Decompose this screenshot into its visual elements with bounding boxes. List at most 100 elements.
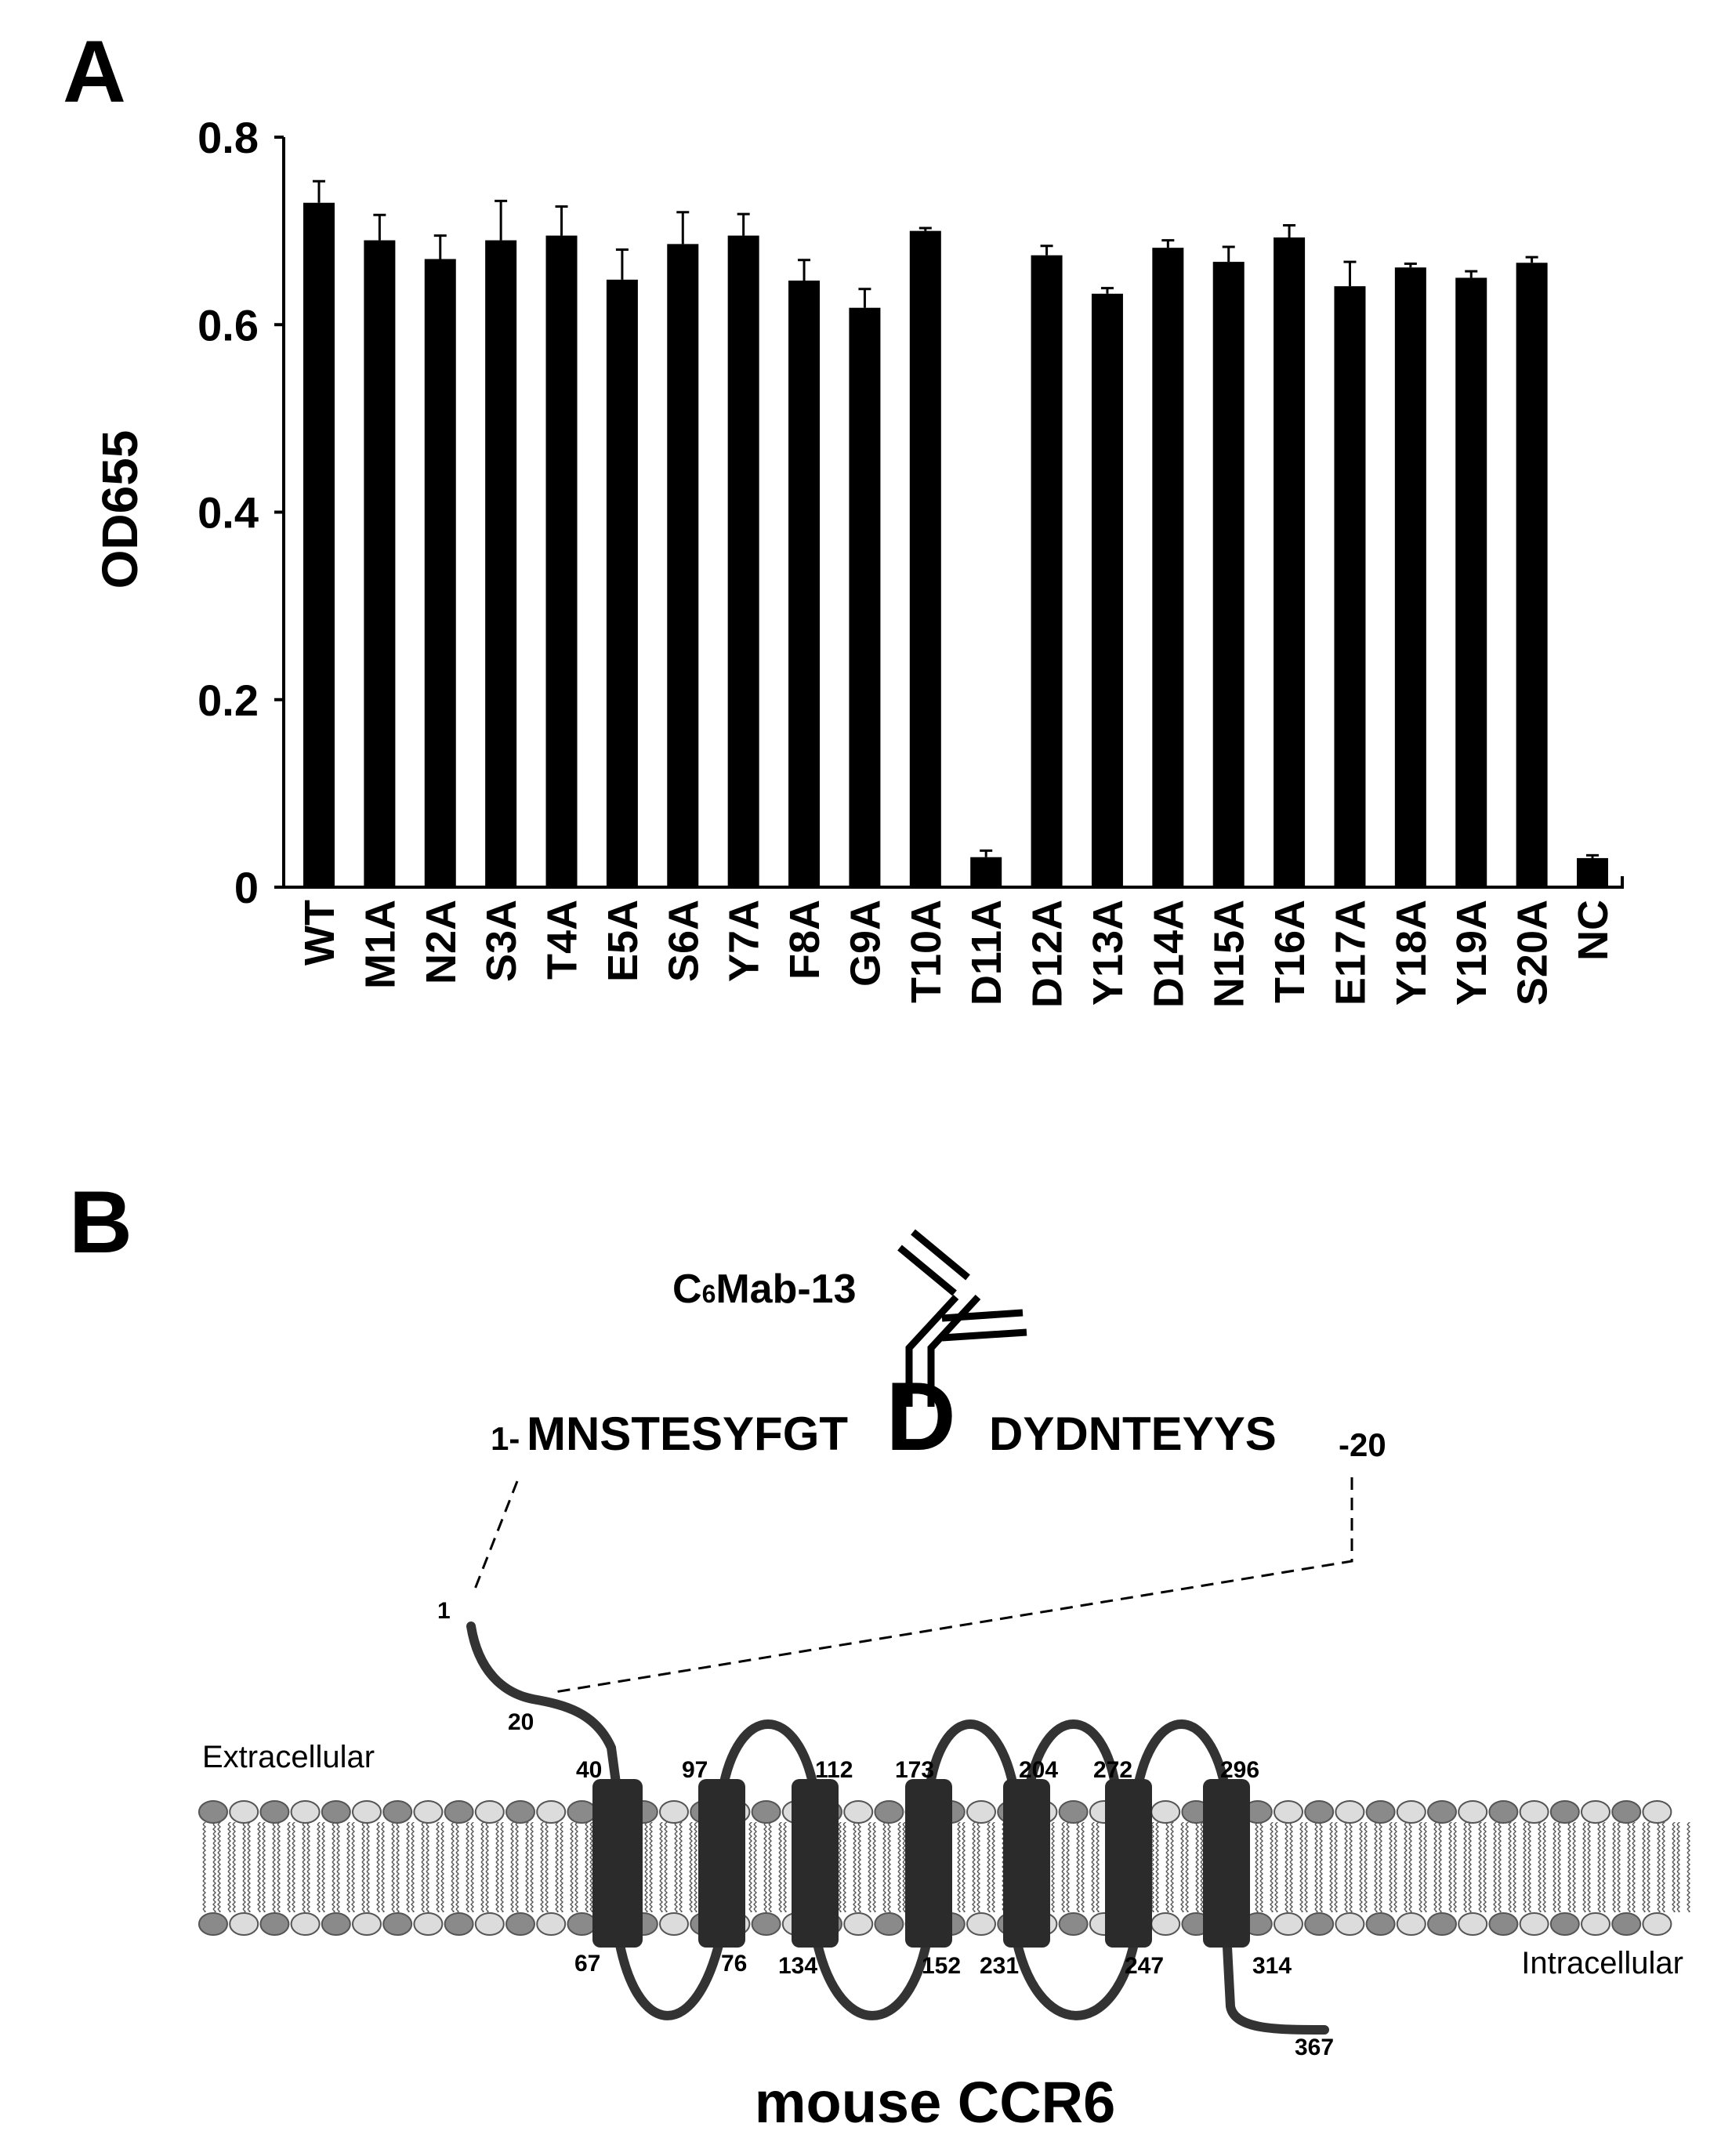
x-tick-label: E5A	[600, 900, 647, 982]
x-tick-label: S20A	[1509, 900, 1556, 1006]
bar	[1394, 267, 1426, 887]
lipid-head	[1150, 1800, 1181, 1824]
lipid-head	[1427, 1912, 1457, 1936]
residue-label: 314	[1252, 1953, 1292, 1979]
protein-title: mouse CCR6	[755, 2070, 1116, 2135]
panel-a-label: A	[63, 23, 126, 121]
bar	[1091, 293, 1123, 887]
lipid-head	[382, 1912, 413, 1936]
lipid-head	[321, 1912, 351, 1936]
residue-numbers: 1 20 40 97 112 173 204 272 296 67 76 134…	[437, 1598, 1334, 2060]
lipid-head	[290, 1800, 321, 1824]
lipid-head	[1150, 1912, 1181, 1936]
lipid-head	[1427, 1800, 1457, 1824]
x-tick-label: T4A	[539, 900, 586, 980]
lipid-head	[536, 1800, 567, 1824]
lipid-head	[1458, 1912, 1488, 1936]
x-tick-label: T16A	[1266, 900, 1313, 1003]
intracellular-label: Intracellular	[1521, 1946, 1683, 1980]
residue-label: 173	[895, 1757, 934, 1783]
x-tick-label: Y18A	[1388, 900, 1435, 1006]
lipid-head	[1549, 1912, 1580, 1936]
bar	[970, 857, 1002, 887]
bar	[545, 235, 578, 887]
lipid-head	[290, 1912, 321, 1936]
bar	[1031, 255, 1063, 887]
x-tick-label: F8A	[781, 900, 828, 980]
lipid-head	[259, 1912, 290, 1936]
lipid-head	[1335, 1800, 1365, 1824]
lipid-head	[352, 1800, 382, 1824]
residue-label: 296	[1220, 1757, 1259, 1783]
residue-label: 272	[1093, 1757, 1132, 1783]
lipid-head	[505, 1800, 535, 1824]
lipid-head	[1058, 1800, 1089, 1824]
lipid-head	[1274, 1800, 1303, 1824]
residue-label: 20	[508, 1709, 534, 1735]
residue-label: 67	[574, 1951, 600, 1977]
bar	[727, 235, 759, 887]
y-axis-ticks: 00.20.40.60.8	[197, 113, 284, 912]
lipid-head	[659, 1800, 689, 1824]
tm-helices	[592, 1779, 1250, 1948]
x-tick-label: Y7A	[721, 900, 768, 982]
lipid-head	[1488, 1912, 1519, 1936]
bar	[606, 279, 638, 888]
bar	[849, 307, 881, 887]
lipid-head	[874, 1800, 904, 1824]
lipid-head	[444, 1912, 474, 1936]
y-tick-label: 0.8	[197, 113, 259, 162]
y-tick-label: 0.4	[197, 488, 259, 538]
residue-label: 204	[1019, 1757, 1058, 1783]
residue-label: 1	[437, 1598, 451, 1624]
lipid-head	[567, 1800, 597, 1824]
dashed-guides	[473, 1477, 1353, 1694]
extracellular-label: Extracellular	[202, 1740, 375, 1774]
residue-label: 112	[815, 1757, 853, 1783]
y-tick-label: 0	[234, 863, 259, 912]
residue-label: 40	[576, 1757, 602, 1783]
x-tick-label: T10A	[903, 900, 950, 1003]
sequence-end: -20	[1339, 1426, 1386, 1463]
x-tick-label: N2A	[418, 900, 465, 984]
lipid-head	[1549, 1800, 1580, 1824]
lipid-head	[444, 1800, 474, 1824]
panel-b-label: B	[69, 1173, 132, 1271]
bar	[1334, 286, 1366, 887]
x-tick-label: S6A	[660, 900, 707, 982]
lipid-head	[874, 1912, 904, 1936]
lipid-head	[474, 1800, 505, 1824]
sequence-start: 1-	[491, 1420, 520, 1457]
bar	[364, 240, 396, 887]
lipid-head	[229, 1912, 259, 1936]
lipid-head	[321, 1800, 351, 1824]
lipid-head	[352, 1912, 382, 1936]
residue-label: 247	[1125, 1953, 1164, 1979]
lipid-head	[1642, 1800, 1672, 1824]
lipid-head	[505, 1912, 535, 1936]
lipid-head	[1396, 1800, 1426, 1824]
epitope-sequence: 1- MNSTESYFGT D DYDNTEYYS -20	[491, 1363, 1386, 1471]
residue-label: 76	[721, 1951, 747, 1977]
bar	[485, 240, 517, 887]
lipid-head	[1058, 1912, 1089, 1936]
lipid-head	[1304, 1800, 1335, 1824]
x-tick-label: WT	[296, 900, 343, 966]
antibody-label: C6Mab-13	[672, 1266, 857, 1312]
lipid-head	[198, 1800, 228, 1824]
lipid-head	[1611, 1912, 1642, 1936]
lipid-head	[1458, 1800, 1488, 1824]
x-tick-label: M1A	[357, 900, 404, 989]
x-tick-label: S3A	[478, 900, 525, 982]
lipid-head	[474, 1912, 505, 1936]
x-tick-label: D12A	[1024, 900, 1071, 1008]
y-axis-label: OD655	[92, 430, 148, 589]
bar	[1455, 277, 1487, 887]
lipid-head	[966, 1800, 996, 1824]
residue-label: 231	[980, 1953, 1019, 1979]
x-tick-label: N15A	[1206, 900, 1253, 1008]
lipid-head	[1519, 1912, 1549, 1936]
x-tick-label: Y19A	[1448, 900, 1495, 1006]
